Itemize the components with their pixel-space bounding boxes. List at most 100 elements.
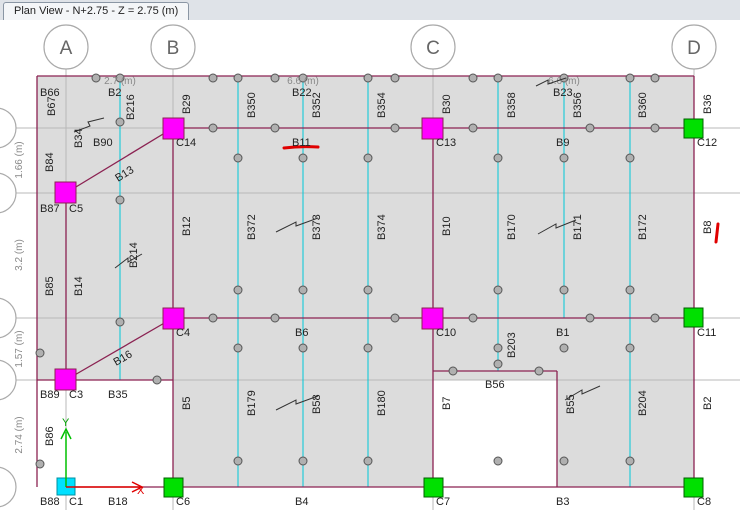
beam-label-b29: B29 <box>181 94 193 114</box>
beam-label-b10: B10 <box>441 216 453 236</box>
beam-label-b11: B11 <box>292 137 311 149</box>
slab-areas <box>37 76 694 487</box>
beam-label-b35: B35 <box>108 389 128 401</box>
beam-label-b170: B170 <box>506 214 518 240</box>
beam-label-b66: B66 <box>40 87 60 99</box>
joists <box>119 76 631 487</box>
beam-label-b374: B374 <box>376 214 388 240</box>
beam-label-b172: B172 <box>637 214 649 240</box>
plan-drawing: A B C D 2.7 (m) 6.6 (m) 6.6 (m) 1.66 (m)… <box>0 24 740 510</box>
plan-canvas[interactable]: A B C D 2.7 (m) 6.6 (m) 6.6 (m) 1.66 (m)… <box>0 20 740 513</box>
beam-label-b171: B171 <box>572 214 584 240</box>
beam-label-b373: B373 <box>311 214 323 240</box>
dimension-ab: 2.7 (m) <box>104 76 136 87</box>
column-label-c3: C3 <box>69 389 83 401</box>
beam-label-b8: B8 <box>702 221 714 234</box>
beam-label-b23: B23 <box>553 87 573 99</box>
column-label-c7: C7 <box>436 496 450 508</box>
beam-label-b2: B2 <box>108 87 121 99</box>
markup-b8 <box>714 222 720 244</box>
grid-bubble-c: C <box>426 38 440 59</box>
beam-label-b12: B12 <box>181 216 193 236</box>
tab-bar: Plan View - N+2.75 - Z = 2.75 (m) <box>0 0 740 21</box>
beam-label-b18: B18 <box>108 496 128 508</box>
dimension-bc: 6.6 (m) <box>287 76 319 87</box>
dimension-left-1: 1.66 (m) <box>14 141 25 178</box>
column-c11[interactable] <box>683 307 704 328</box>
ucs-axes: Y X <box>60 417 145 497</box>
column-c3[interactable] <box>54 368 77 391</box>
beam-label-b350: B350 <box>246 92 258 118</box>
beam-label-b89: B89 <box>40 389 60 401</box>
beam-label-b372: B372 <box>246 214 258 240</box>
beam-label-b214: B214 <box>128 242 140 268</box>
column-label-c13: C13 <box>436 137 456 149</box>
beam-label-b36: B36 <box>702 94 714 114</box>
dimension-left-2: 3.2 (m) <box>14 239 25 271</box>
beam-label-b3: B3 <box>556 496 569 508</box>
column-c5[interactable] <box>54 181 77 204</box>
joist-nodes <box>35 73 660 469</box>
beam-label-b90: B90 <box>93 137 113 149</box>
column-label-c14: C14 <box>176 137 196 149</box>
column-label-c5: C5 <box>69 203 83 215</box>
beam-label-b22: B22 <box>292 87 312 99</box>
beam-label-b204: B204 <box>637 390 649 416</box>
red-markups <box>282 145 720 244</box>
axis-y-label: Y <box>62 417 70 429</box>
beam-label-b85: B85 <box>44 276 56 296</box>
column-label-c10: C10 <box>436 327 456 339</box>
span-symbols <box>73 77 601 411</box>
beam-label-b14: B14 <box>73 276 85 296</box>
beam-label-b180: B180 <box>376 390 388 416</box>
beam-label-b4: B4 <box>295 496 308 508</box>
dimension-left-3: 1.57 (m) <box>14 330 25 367</box>
column-c13[interactable] <box>421 117 444 140</box>
column-label-c6: C6 <box>176 496 190 508</box>
grid-bubbles <box>0 24 717 508</box>
beam-label-b216: B216 <box>125 94 137 120</box>
beam-label-b2-right: B2 <box>702 397 714 410</box>
beam-label-b84: B84 <box>44 152 56 172</box>
grid-bubble-b: B <box>167 38 180 59</box>
column-c6[interactable] <box>163 477 184 498</box>
markup-b11 <box>282 145 320 150</box>
axis-x-label: X <box>137 485 145 497</box>
grid-bubble-a: A <box>60 38 73 59</box>
beam-label-b9: B9 <box>556 137 569 149</box>
beam-label-b6: B6 <box>295 327 308 339</box>
beam-label-b358: B358 <box>506 92 518 118</box>
beam-label-b352: B352 <box>311 92 323 118</box>
grid-bubble-d: D <box>687 38 701 59</box>
column-c7[interactable] <box>423 477 444 498</box>
beam-label-b34: B34 <box>73 128 85 148</box>
beam-label-b1: B1 <box>556 327 569 339</box>
beam-label-b203: B203 <box>506 332 518 358</box>
column-c12[interactable] <box>683 118 704 139</box>
dimension-cd: 6.6 (m) <box>548 76 580 87</box>
beam-label-b7: B7 <box>441 397 453 410</box>
dimension-left-4: 2.74 (m) <box>14 416 25 453</box>
column-label-c8: C8 <box>697 496 711 508</box>
beam-label-b58: B58 <box>311 394 323 414</box>
column-c8[interactable] <box>683 477 704 498</box>
beam-label-b179: B179 <box>246 390 258 416</box>
column-c4[interactable] <box>162 307 185 330</box>
column-label-c4: C4 <box>176 327 190 339</box>
column-c10[interactable] <box>421 307 444 330</box>
beam-label-b360: B360 <box>637 92 649 118</box>
beam-label-b5: B5 <box>181 397 193 410</box>
beam-label-b67: B67 <box>46 96 58 116</box>
beam-label-b354: B354 <box>376 92 388 118</box>
column-label-c11: C11 <box>697 327 716 339</box>
beam-label-b55: B55 <box>565 394 577 414</box>
tab-plan-view[interactable]: Plan View - N+2.75 - Z = 2.75 (m) <box>3 2 190 20</box>
column-c14[interactable] <box>162 117 185 140</box>
columns <box>54 117 704 498</box>
beam-label-b86: B86 <box>44 426 56 446</box>
column-label-c12: C12 <box>697 137 717 149</box>
column-label-c1: C1 <box>69 496 83 508</box>
beam-label-b56: B56 <box>485 379 505 391</box>
beam-label-b356: B356 <box>572 92 584 118</box>
beam-label-b87: B87 <box>40 203 60 215</box>
